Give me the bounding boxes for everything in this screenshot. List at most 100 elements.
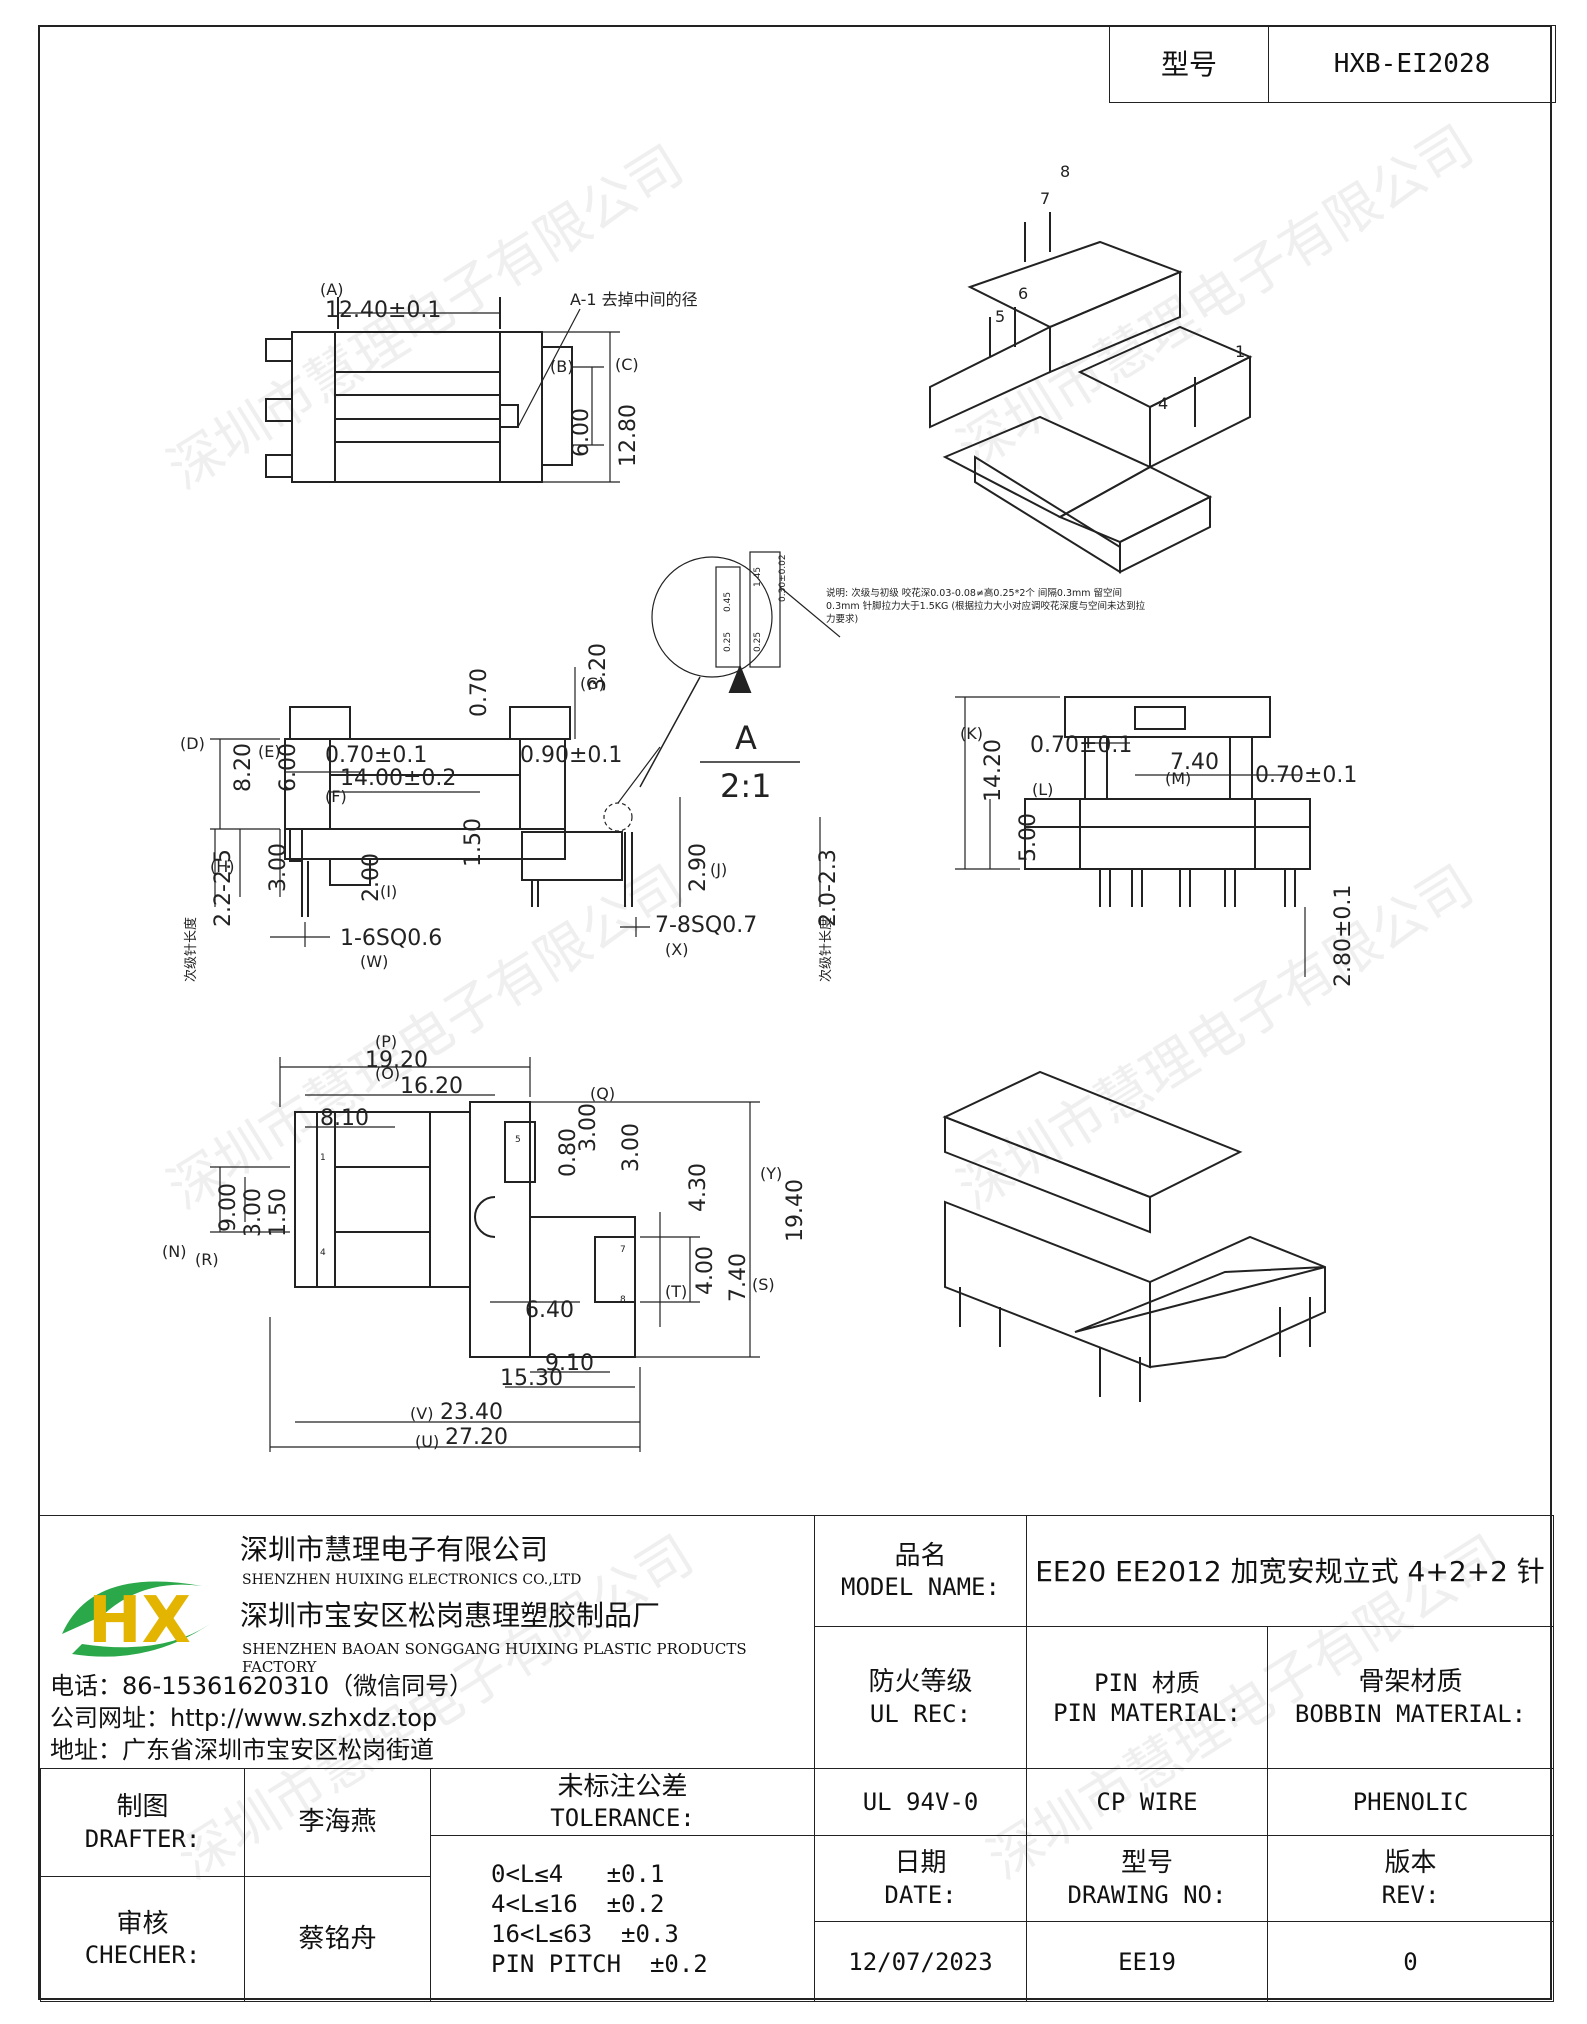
bobbin-cn: 骨架材质	[1358, 1667, 1463, 1698]
tolerance-line: 4<L≤16 ±0.2	[491, 1889, 665, 1918]
dim-b: 6.00	[569, 408, 594, 457]
model-name-cn: 品名	[894, 1540, 947, 1571]
drafter-en: DRAFTER:	[84, 1824, 201, 1853]
dim-mid: 1.50	[461, 818, 486, 867]
pin-left: 1-6SQ0.6	[340, 926, 442, 951]
drawing-no-label: 型号 DRAWING NO:	[1026, 1835, 1268, 1922]
dim-s: 7.40	[726, 1253, 751, 1302]
dim-080: 0.80	[556, 1128, 581, 1177]
logo-text: HX	[88, 1584, 191, 1658]
dim-h: 3.00	[266, 843, 291, 892]
ref-v: (V)	[410, 1404, 433, 1423]
dim-300b: 3.00	[619, 1123, 644, 1172]
ref-a: (A)	[320, 280, 343, 299]
pin-label: 5	[515, 1135, 521, 1145]
checker-name-text: 蔡铭舟	[298, 1923, 377, 1954]
company-address: 地址：广东省深圳市宝安区松岗街道	[50, 1736, 434, 1764]
bobbin-en: BOBBIN MATERIAL:	[1294, 1699, 1527, 1728]
ref-f: (F)	[325, 787, 347, 806]
dim-900: 9.00	[216, 1183, 241, 1232]
pin-value-text: CP WIRE	[1096, 1788, 1198, 1816]
ref-k: (K)	[960, 724, 983, 743]
header-model-value: HXB-EI2028	[1268, 25, 1556, 103]
vertical-note: 次级针长度	[183, 917, 199, 982]
ref-x: (X)	[665, 940, 688, 959]
date-en: DATE:	[884, 1880, 957, 1909]
checker-name: 蔡铭舟	[244, 1876, 431, 2002]
date-value: 12/07/2023	[814, 1921, 1027, 2002]
detail-dim: 0.30±0.02	[778, 554, 788, 602]
tolerance-cn: 未标注公差	[557, 1771, 688, 1802]
dim-c: 12.80	[616, 404, 641, 467]
drawing-no-cn: 型号	[1120, 1848, 1173, 1879]
tolerance-line: 16<L≤63 ±0.3	[491, 1919, 679, 1948]
dim-m-right: 0.70±0.1	[1255, 763, 1357, 788]
rev-value: 0	[1267, 1921, 1554, 2002]
dim-right-tol: 2.0-2.3	[816, 849, 841, 927]
date-value-text: 12/07/2023	[848, 1947, 993, 1976]
tolerance-line: PIN PITCH ±0.2	[491, 1949, 708, 1978]
ul-en: UL REC:	[869, 1699, 972, 1728]
dim-l: 5.00	[1016, 813, 1041, 862]
dim-g: 3.20	[586, 643, 611, 692]
vertical-note: 次级针长度	[818, 917, 834, 982]
checker-en: CHECHER:	[84, 1941, 201, 1970]
ref-t: (T)	[665, 1282, 687, 1301]
ref-i: (I)	[380, 882, 397, 901]
ref-n: (N)	[162, 1242, 186, 1261]
bobbin-value-text: PHENOLIC	[1352, 1788, 1469, 1816]
detail-note: 说明: 次级与初级 咬花深0.03-0.08≠高0.25*2个 间隔0.3mm …	[826, 588, 1146, 625]
iso-pin-label: 8	[1060, 162, 1070, 181]
pin-en: PIN MATERIAL:	[1053, 1698, 1241, 1727]
pin-material-label: PIN 材质 PIN MATERIAL:	[1026, 1626, 1268, 1769]
model-name-value: EE20 EE2012 加宽安规立式 4+2+2 针	[1026, 1515, 1554, 1627]
iso-pin-label: 4	[1158, 394, 1168, 413]
dim-k: 14.20	[981, 739, 1006, 802]
ref-e: (E)	[258, 742, 281, 761]
iso-pin-label: 7	[1040, 189, 1050, 208]
ul-value: UL 94V-0	[814, 1768, 1027, 1836]
ref-r: (R)	[195, 1250, 219, 1269]
model-name-en: MODEL NAME:	[841, 1573, 1000, 1602]
iso-pin-label: 5	[995, 307, 1005, 326]
company-block: HX 深圳市慧理电子有限公司 SHENZHEN HUIXING ELECTRON…	[40, 1515, 815, 1768]
ref-s: (S)	[752, 1275, 775, 1294]
rev-value-text: 0	[1403, 1947, 1418, 1976]
detail-dim: 0.45	[723, 592, 733, 612]
drawing-no-en: DRAWING NO:	[1067, 1880, 1227, 1909]
ref-l: (L)	[1032, 780, 1053, 799]
factory-name-cn: 深圳市宝安区松岗惠理塑胶制品厂	[240, 1599, 661, 1632]
bobbin-material-label: 骨架材质 BOBBIN MATERIAL:	[1267, 1626, 1554, 1769]
ref-h: (H)	[210, 857, 235, 876]
tolerance-header: 未标注公差 TOLERANCE:	[430, 1768, 815, 1836]
pin-value: CP WIRE	[1026, 1768, 1268, 1836]
dim-m: 7.40	[1170, 750, 1219, 775]
header-model-label: 型号	[1109, 25, 1269, 103]
ref-b: (B)	[550, 357, 573, 376]
bobbin-value: PHENOLIC	[1267, 1768, 1554, 1836]
dim-pin: 2.80±0.1	[1331, 885, 1356, 987]
dim-left-tol: 2.2-2.5	[211, 849, 236, 927]
top-view	[265, 297, 620, 483]
isometric-view-bottom	[942, 1070, 1326, 1402]
ref-c: (C)	[615, 355, 639, 374]
pin-right: 7-8SQ0.7	[655, 913, 757, 938]
tolerance-en: TOLERANCE:	[550, 1804, 695, 1833]
dim-a: 12.40±0.1	[325, 298, 441, 323]
iso-pin-label: 1	[1235, 342, 1245, 361]
drafter-name-text: 李海燕	[298, 1807, 377, 1838]
dim-910: 9.10	[545, 1351, 594, 1376]
detail-label: A	[735, 719, 757, 757]
technical-drawing: (A) 12.40±0.1 A-1 去掉中间的径 (B) 6.00 (C) 12…	[162, 162, 1357, 1452]
company-phone: 电话：86-15361620310（微信同号）	[50, 1672, 474, 1700]
dim-v: 23.40	[440, 1400, 503, 1425]
date-cn: 日期	[894, 1848, 947, 1879]
dim-1530: 15.30	[500, 1366, 563, 1391]
drawing-no-value-text: EE19	[1118, 1947, 1176, 1976]
dim-300: 3.00	[241, 1188, 266, 1237]
end-view	[955, 696, 1311, 977]
note-a1: A-1 去掉中间的径	[570, 290, 698, 309]
dim-top: 0.70	[467, 668, 492, 717]
dim-i: 2.00	[359, 853, 384, 902]
tolerance-line: 0<L≤4 ±0.1	[491, 1859, 665, 1888]
